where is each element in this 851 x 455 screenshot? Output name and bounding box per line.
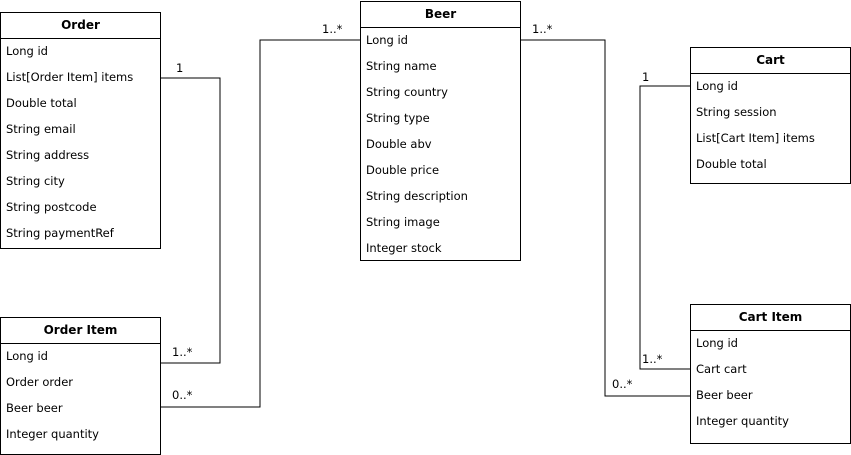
attribute: String paymentRef	[6, 226, 114, 240]
attribute: Long id	[696, 79, 738, 93]
attribute: Integer quantity	[6, 427, 99, 441]
attribute: Beer beer	[696, 388, 753, 402]
class-beer: Beer Long id String name String country …	[360, 1, 521, 261]
class-order-item: Order Item Long id Order order Beer beer…	[0, 317, 161, 455]
attribute: Double price	[366, 163, 440, 177]
attribute: String country	[366, 85, 448, 99]
class-order: Order Long id List[Order Item] items Dou…	[0, 12, 161, 249]
attribute: Integer stock	[366, 241, 442, 255]
multiplicity-label: 0..*	[612, 377, 633, 391]
class-cart-attributes: Long id String session List[Cart Item] i…	[691, 74, 850, 180]
attribute: String email	[6, 122, 76, 136]
attribute: List[Cart Item] items	[696, 131, 815, 145]
class-order-item-title: Order Item	[1, 318, 160, 344]
multiplicity-label: 1..*	[642, 352, 663, 366]
attribute: Integer quantity	[696, 414, 789, 428]
multiplicity-label: 0..*	[172, 388, 193, 402]
class-order-title: Order	[1, 13, 160, 39]
attribute: Double total	[6, 96, 77, 110]
class-beer-attributes: Long id String name String country Strin…	[361, 28, 520, 264]
attribute: Beer beer	[6, 401, 63, 415]
multiplicity-label: 1..*	[532, 22, 553, 36]
attribute: Order order	[6, 375, 74, 389]
class-cart: Cart Long id String session List[Cart It…	[690, 47, 851, 184]
class-order-attributes: Long id List[Order Item] items Double to…	[1, 39, 160, 249]
class-cart-item-title: Cart Item	[691, 305, 850, 331]
attribute: Double abv	[366, 137, 432, 151]
attribute: Long id	[6, 44, 48, 58]
attribute: String postcode	[6, 200, 97, 214]
multiplicity-label: 1	[176, 61, 184, 75]
attribute: Double total	[696, 157, 767, 171]
attribute: String address	[6, 148, 90, 162]
attribute: Long id	[696, 336, 738, 350]
attribute: String name	[366, 59, 437, 73]
association-cart-cartitem	[639, 85, 691, 370]
multiplicity-label: 1..*	[172, 345, 193, 359]
multiplicity-label: 1..*	[322, 22, 343, 36]
attribute: String city	[6, 174, 65, 188]
attribute: String session	[696, 105, 777, 119]
attribute: Long id	[6, 349, 48, 363]
attribute: Long id	[366, 33, 408, 47]
association-orderitem-beer	[161, 39, 361, 408]
class-cart-item-attributes: Long id Cart cart Beer beer Integer quan…	[691, 331, 850, 437]
class-cart-title: Cart	[691, 48, 850, 74]
class-order-item-attributes: Long id Order order Beer beer Integer qu…	[1, 344, 160, 450]
association-beer-cartitem	[520, 39, 691, 397]
attribute: Cart cart	[696, 362, 747, 376]
multiplicity-label: 1	[642, 70, 650, 84]
attribute: List[Order Item] items	[6, 70, 134, 84]
association-order-orderitem	[161, 77, 221, 364]
attribute: String description	[366, 189, 468, 203]
attribute: String image	[366, 215, 440, 229]
class-beer-title: Beer	[361, 2, 520, 28]
class-cart-item: Cart Item Long id Cart cart Beer beer In…	[690, 304, 851, 444]
attribute: String type	[366, 111, 430, 125]
